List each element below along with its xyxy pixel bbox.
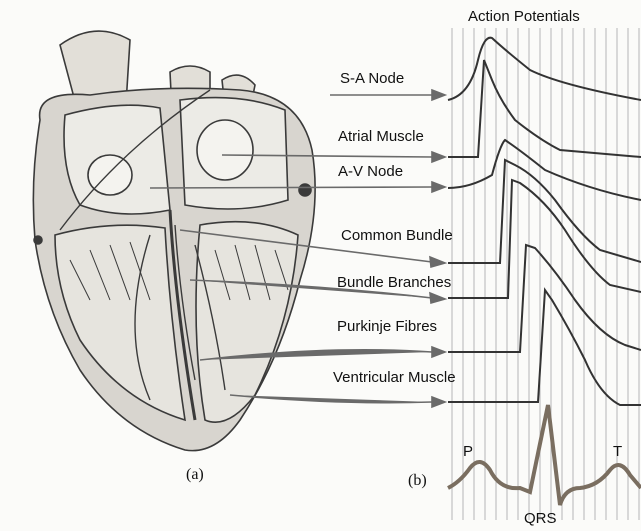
- ecg-label-qrs: QRS: [524, 510, 557, 527]
- left-ventricle: [196, 222, 298, 423]
- trace-av-node: [448, 140, 641, 200]
- trace-sa-node: [448, 38, 641, 100]
- diagram-title: Action Potentials: [468, 8, 580, 25]
- trace-atrial-muscle: [448, 60, 641, 157]
- ecg-label-t: T: [613, 443, 622, 460]
- panel-b-label: (b): [408, 472, 427, 490]
- label-av-node: A-V Node: [338, 163, 403, 180]
- arrow-av-node: [150, 187, 432, 188]
- mitral-valve: [197, 120, 253, 180]
- coronary-dot-right: [299, 184, 311, 196]
- label-sa-node: S-A Node: [340, 70, 404, 87]
- ecg-label-p: P: [463, 443, 473, 460]
- label-bundle-branches: Bundle Branches: [337, 274, 451, 291]
- arrow-ventricular-muscle: [230, 395, 432, 403]
- label-atrial-muscle: Atrial Muscle: [338, 128, 424, 145]
- panel-a-label: (a): [186, 466, 204, 484]
- label-common-bundle: Common Bundle: [341, 227, 453, 244]
- trace-grid: [452, 28, 639, 520]
- action-potential-traces: [448, 38, 641, 405]
- coronary-dot-left: [34, 236, 42, 244]
- trace-bundle-branches: [448, 180, 641, 298]
- trace-ventricular-muscle: [448, 290, 641, 405]
- label-ventricular-muscle: Ventricular Muscle: [333, 369, 456, 386]
- trace-common-bundle: [448, 160, 641, 263]
- heart-illustration: [33, 31, 315, 451]
- label-purkinje-fibres: Purkinje Fibres: [337, 318, 437, 335]
